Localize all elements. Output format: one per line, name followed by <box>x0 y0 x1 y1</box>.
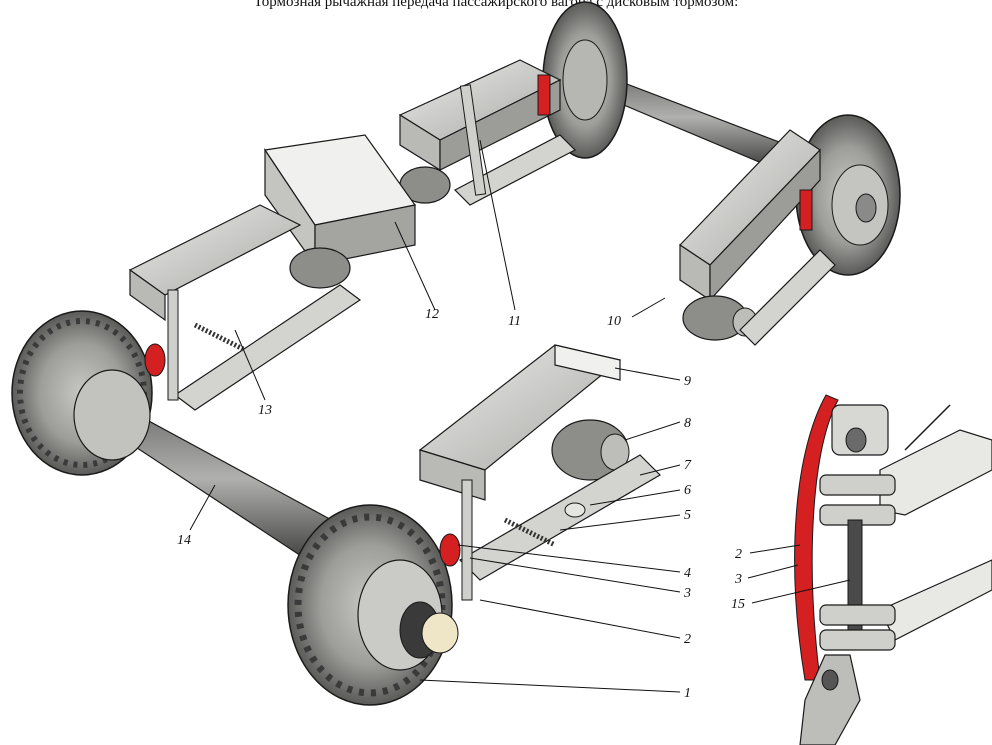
rear-right-brake-pad <box>799 189 813 231</box>
inset-callout-15: 15 <box>731 597 745 612</box>
callout-11: 11 <box>508 314 521 329</box>
rear-left-hub <box>562 39 608 121</box>
figure-caption: Тормозная рычажная передача пассажирског… <box>253 0 739 10</box>
callout-labels: 1 2 3 4 5 6 7 8 9 10 11 12 13 14 2 3 15 <box>177 307 745 701</box>
inset-brake-pad <box>794 394 839 681</box>
inset-callout-2: 2 <box>735 547 742 562</box>
front-left-caliper <box>128 204 362 411</box>
rear-right-caliper <box>679 129 836 346</box>
rear-left-brake-pad <box>537 74 551 116</box>
leader-lines <box>189 139 851 693</box>
rear-wheelset <box>542 1 901 276</box>
callout-2: 2 <box>684 632 691 647</box>
rear-axle-end <box>855 193 877 223</box>
front-wheelset <box>11 310 459 706</box>
brake-lever <box>459 454 661 581</box>
callout-9: 9 <box>684 374 691 389</box>
callout-14: 14 <box>177 533 191 548</box>
callout-4: 4 <box>684 566 691 581</box>
callout-3: 3 <box>683 586 691 601</box>
front-right-caliper <box>418 344 661 601</box>
front-left-hub <box>73 369 151 461</box>
callout-10: 10 <box>607 314 621 329</box>
callout-5: 5 <box>684 508 691 523</box>
callout-6: 6 <box>684 483 691 498</box>
inset-callout-3: 3 <box>734 572 742 587</box>
front-axle-end <box>421 612 459 654</box>
callout-7: 7 <box>684 458 692 473</box>
transverse-beam <box>263 134 417 267</box>
callout-1: 1 <box>684 686 691 701</box>
callout-13: 13 <box>258 403 272 418</box>
detail-inset <box>794 394 992 745</box>
callout-8: 8 <box>684 416 691 431</box>
front-right-brake-pad <box>439 533 461 567</box>
front-left-brake-pad <box>144 343 166 377</box>
callout-12: 12 <box>425 307 439 322</box>
rear-left-caliper <box>398 59 577 206</box>
